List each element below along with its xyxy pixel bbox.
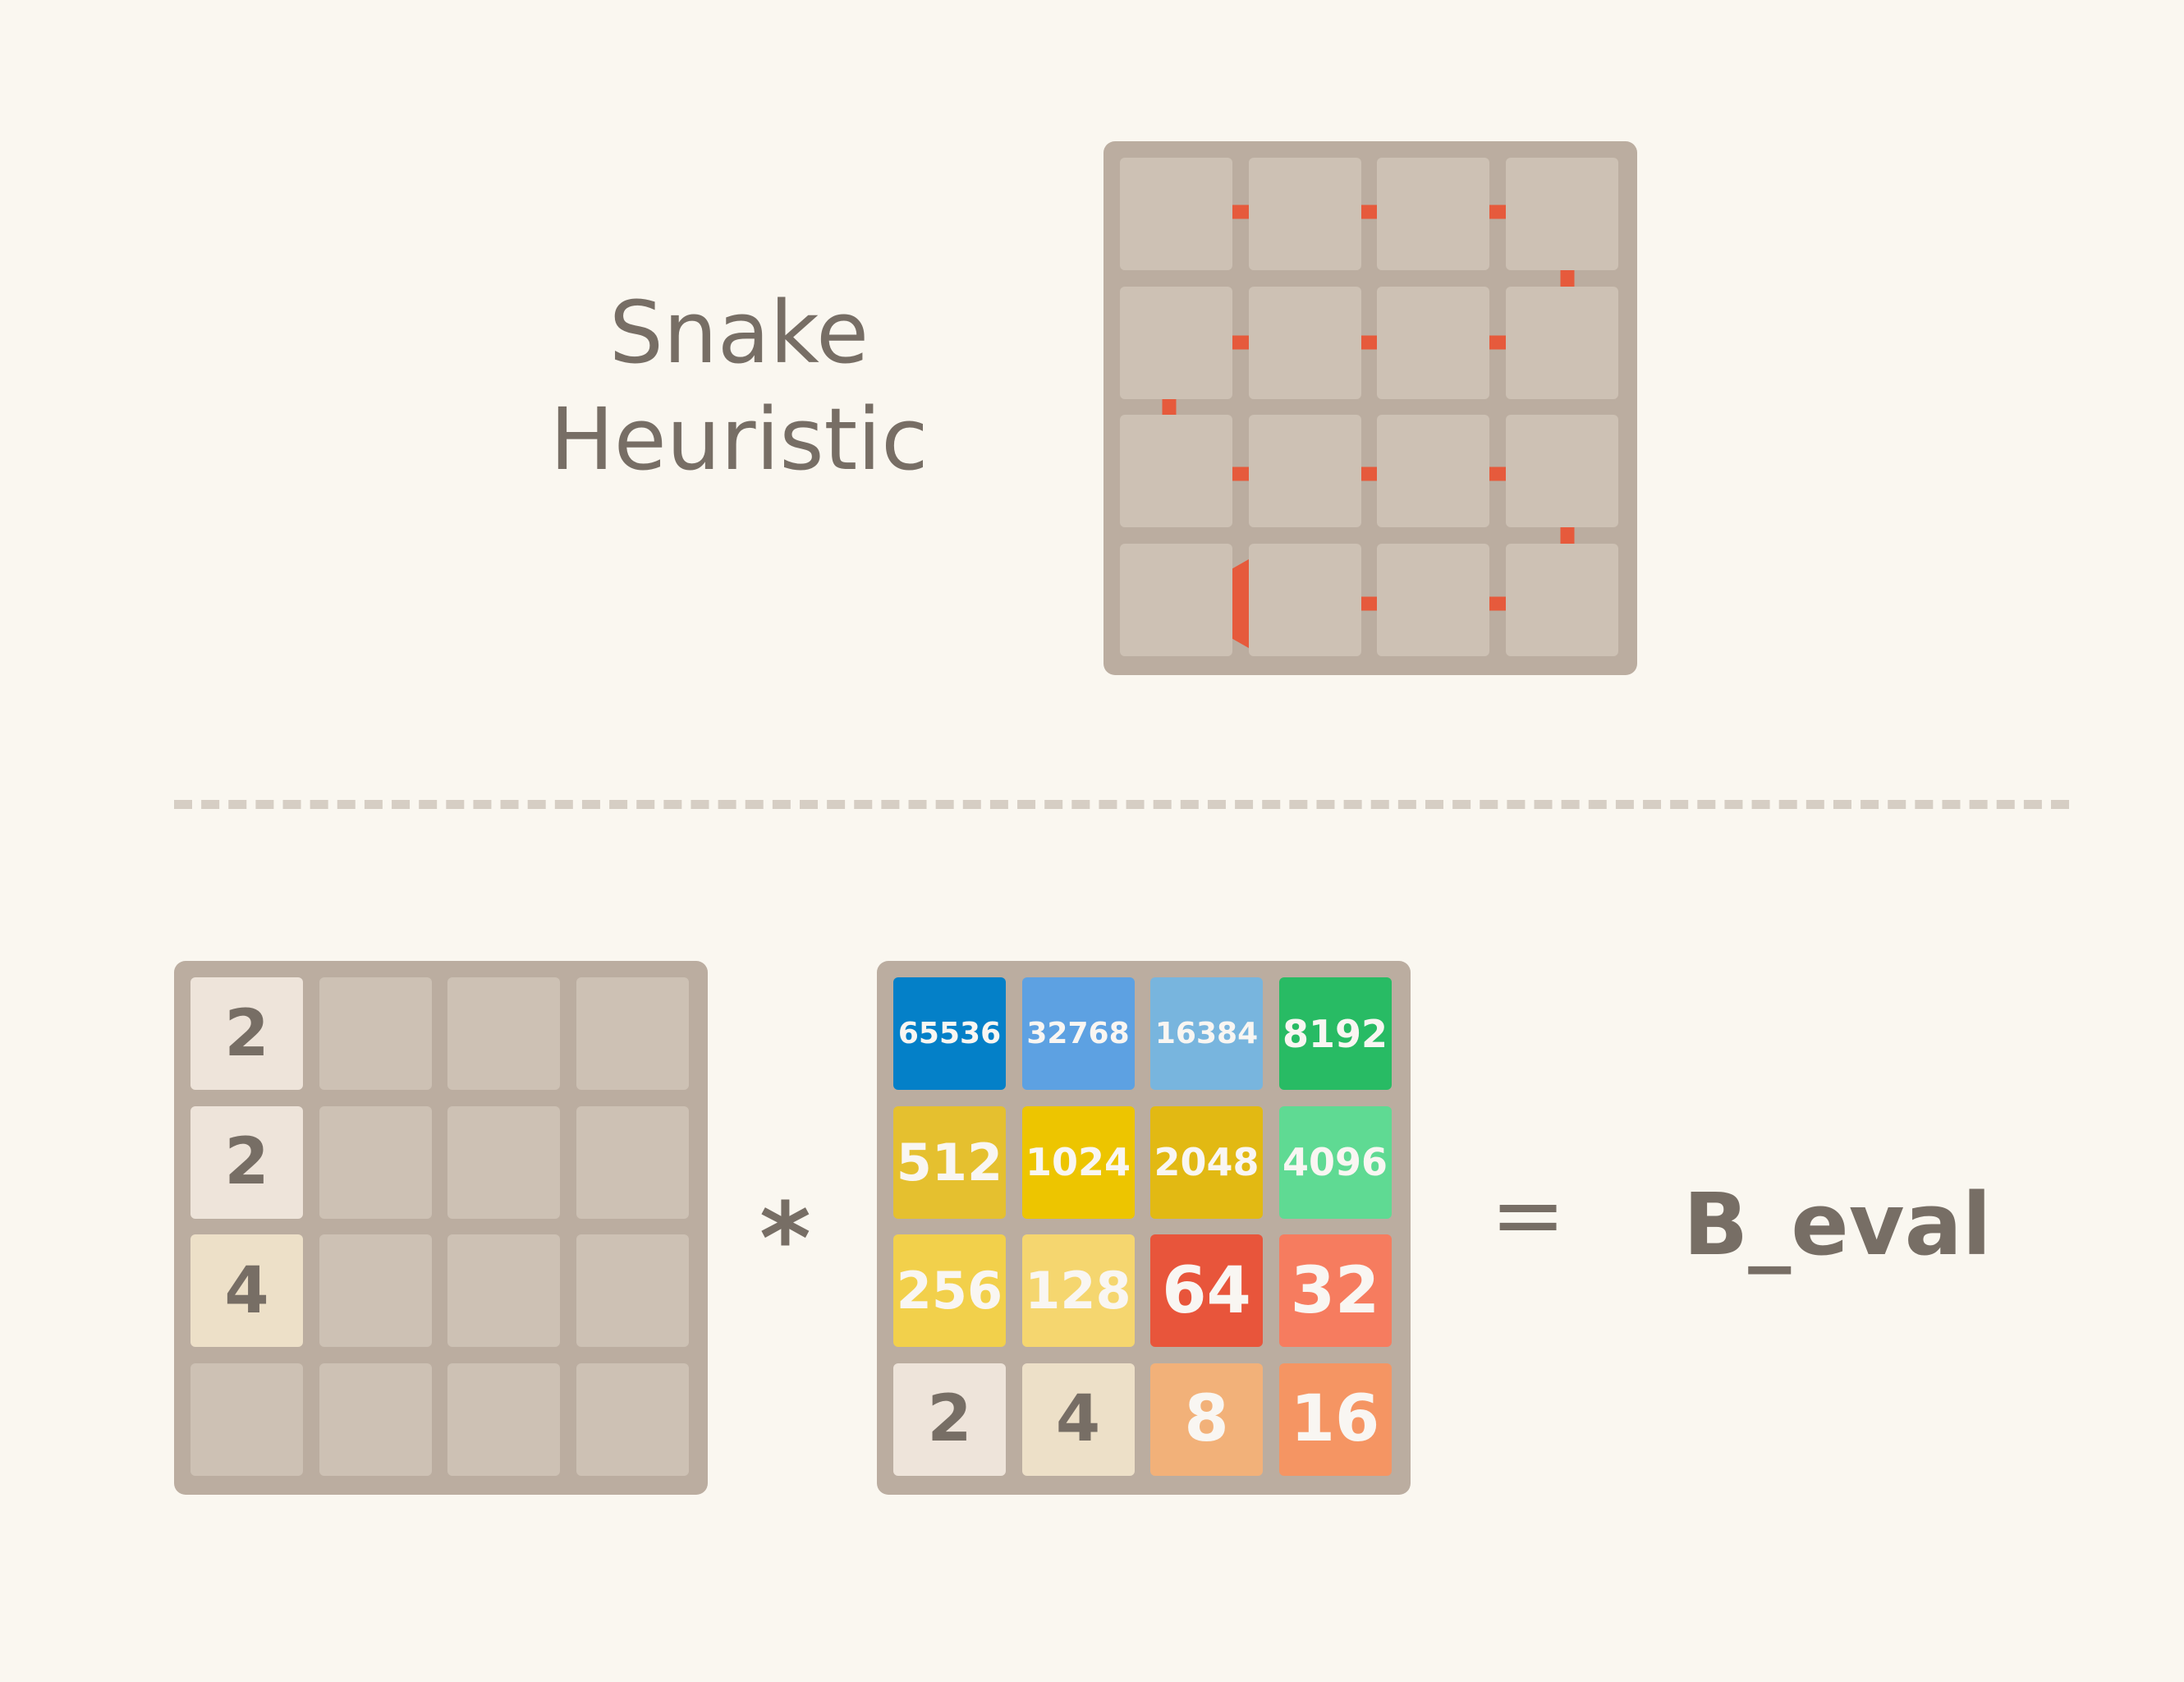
snake-board-empty-cell	[1248, 286, 1361, 399]
snake-board-empty-cell	[1248, 415, 1361, 527]
state-board-empty-cell	[447, 1363, 560, 1476]
game-state-board: 2 2 4	[174, 961, 708, 1495]
snake-board-empty-cell	[1505, 158, 1618, 270]
weight-board-tile: 16	[1278, 1363, 1392, 1476]
weight-board-tile: 2	[893, 1363, 1006, 1476]
snake-path-board	[1103, 141, 1637, 675]
weight-board-tile: 8192	[1278, 977, 1392, 1090]
weight-board-tile: 4	[1021, 1363, 1135, 1476]
state-board-tile: 2	[190, 977, 303, 1090]
title-line-2: Heuristic	[549, 389, 929, 489]
weight-board-tile: 64	[1150, 1234, 1263, 1347]
state-board-tile: 4	[190, 1234, 303, 1347]
state-board-empty-cell	[190, 1363, 303, 1476]
snake-board-empty-cell	[1377, 158, 1489, 270]
snake-board-empty-cell	[1120, 543, 1232, 656]
snake-board-empty-cell	[1248, 543, 1361, 656]
snake-board-empty-cell	[1505, 286, 1618, 399]
state-board-empty-cell	[319, 1234, 432, 1347]
multiply-operator: *	[759, 1183, 811, 1297]
snake-board-empty-cell	[1120, 158, 1232, 270]
state-board-empty-cell	[447, 1105, 560, 1219]
snake-board-empty-cell	[1377, 415, 1489, 527]
weight-board-tile: 32	[1278, 1234, 1392, 1347]
state-board-tile: 2	[190, 1105, 303, 1219]
state-board-empty-cell	[447, 977, 560, 1090]
equals-operator: =	[1490, 1162, 1567, 1267]
state-board-empty-cell	[447, 1234, 560, 1347]
snake-board-empty-cell	[1505, 415, 1618, 527]
weight-board-tile: 2048	[1150, 1105, 1263, 1219]
snake-board-empty-cell	[1505, 543, 1618, 656]
weight-board-tile: 16384	[1150, 977, 1263, 1090]
state-board-empty-cell	[576, 977, 689, 1090]
state-board-empty-cell	[319, 1363, 432, 1476]
snake-board-empty-cell	[1377, 543, 1489, 656]
title-line-1: Snake	[608, 283, 869, 383]
state-board-empty-cell	[576, 1234, 689, 1347]
state-board-empty-cell	[576, 1105, 689, 1219]
state-board-empty-cell	[576, 1363, 689, 1476]
snake-board-empty-cell	[1120, 286, 1232, 399]
snake-board-empty-cell	[1248, 158, 1361, 270]
result-label: B_eval	[1683, 1174, 1992, 1275]
weight-board-tile: 256	[893, 1234, 1006, 1347]
section-divider	[174, 800, 2069, 809]
diagram-title: Snake Heuristic	[411, 279, 1067, 493]
weight-board-tile: 32768	[1021, 977, 1135, 1090]
weight-board-tile: 128	[1021, 1234, 1135, 1347]
weight-board-tile: 512	[893, 1105, 1006, 1219]
snake-board-empty-cell	[1377, 286, 1489, 399]
snake-board-empty-cell	[1120, 415, 1232, 527]
weight-board-tile: 4096	[1278, 1105, 1392, 1219]
state-board-empty-cell	[319, 1105, 432, 1219]
weight-board-tile: 65536	[893, 977, 1006, 1090]
state-board-empty-cell	[319, 977, 432, 1090]
weight-board-tile: 1024	[1021, 1105, 1135, 1219]
weight-board-tile: 8	[1150, 1363, 1263, 1476]
